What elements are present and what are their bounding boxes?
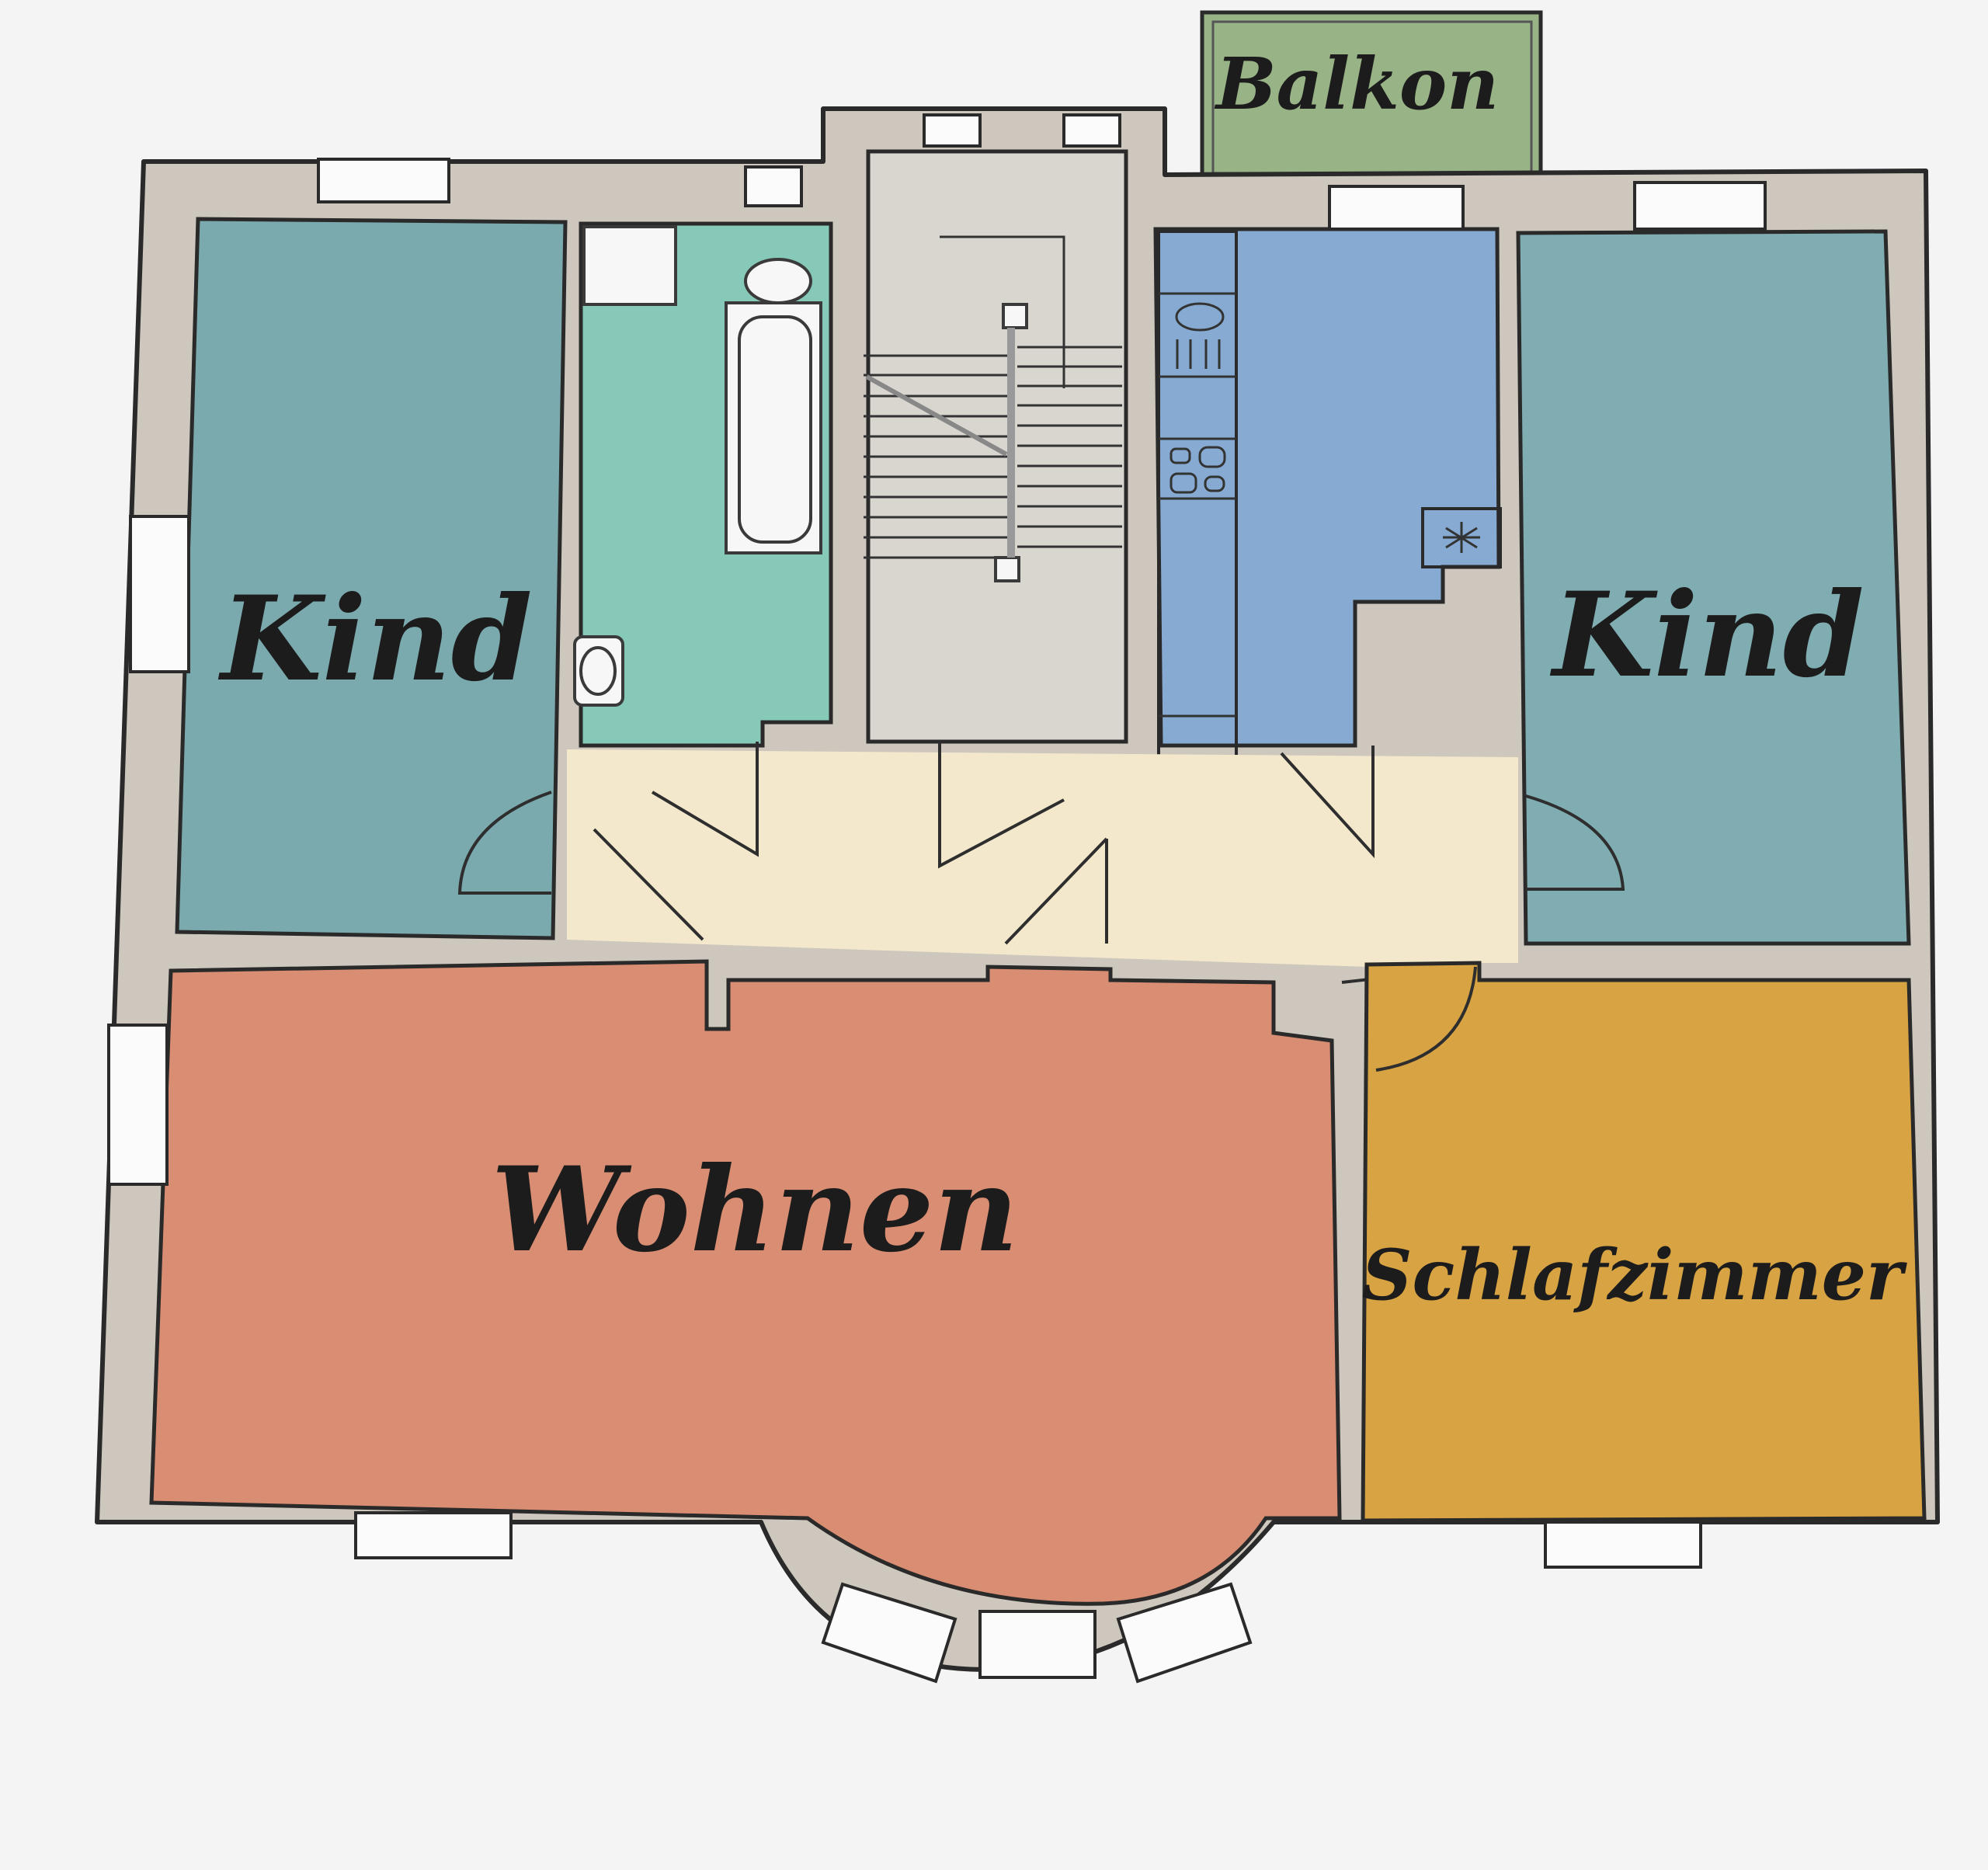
balkon-area (1200, 10, 1543, 179)
room-wohnen[interactable]: Wohnen (149, 959, 1342, 1606)
kitchen-sink-icon (1175, 302, 1225, 369)
room-schlafzimmer[interactable]: Schlafzimmer (1361, 961, 1927, 1523)
stairwell (864, 113, 1128, 744)
room-kind-right[interactable]: Kind (1516, 229, 1911, 946)
kind-right-label: Kind (1549, 567, 1864, 704)
stairwell-window-2 (1062, 113, 1121, 148)
schlafzimmer-label: Schlafzimmer (1362, 1234, 1907, 1316)
door-arc-schlafzimmer (1375, 966, 1477, 1072)
kind-left-area (175, 217, 568, 940)
chimney-icon (1443, 522, 1480, 553)
stair-newel-bottom (994, 556, 1020, 582)
room-balkon[interactable]: Balkon (1200, 10, 1543, 179)
room-bad[interactable] (573, 221, 833, 748)
flur-area (567, 749, 1518, 967)
room-kind-left[interactable]: Kind (175, 217, 568, 940)
windows (107, 158, 1767, 1684)
window-kueche-top (1328, 185, 1465, 231)
window-bay-right (1116, 1582, 1253, 1684)
kueche-area (1153, 227, 1501, 748)
stair-handrail (940, 235, 1065, 388)
bad-shaft (582, 225, 677, 306)
window-bay-left (821, 1582, 958, 1684)
balkon-label: Balkon (1214, 42, 1499, 126)
room-flur[interactable] (457, 742, 1625, 984)
stairwell-window-1 (923, 113, 982, 148)
window-kind-left-side (129, 515, 190, 673)
stair-landing-diagonal (865, 374, 1008, 457)
chimney-box (1421, 507, 1502, 568)
window-wohnen-side (107, 1024, 169, 1186)
stair-steps (864, 346, 1122, 559)
sink-icon (579, 646, 617, 696)
kind-right-area (1516, 229, 1911, 946)
wohnen-area (149, 959, 1342, 1606)
window-kind-right-top (1633, 181, 1767, 231)
room-kueche[interactable] (1153, 227, 1502, 761)
window-bay-center (978, 1610, 1097, 1679)
toilet-icon (744, 258, 812, 304)
schlafzimmer-area (1361, 961, 1927, 1523)
wohnen-label: Wohnen (492, 1142, 1019, 1278)
window-kind-left-top (317, 158, 450, 203)
stove-icon (1170, 446, 1226, 494)
window-schlafzimmer-bottom (1544, 1521, 1702, 1569)
door-arc-kind-left (457, 791, 552, 895)
door-arc-kind-right (1525, 794, 1625, 891)
kind-left-label: Kind (217, 571, 532, 707)
bathtub-icon (738, 315, 812, 544)
window-wohnen-bottom (354, 1511, 513, 1559)
stair-newel-top (1002, 303, 1028, 329)
door-swings (593, 742, 1478, 984)
window-bad-top (744, 165, 803, 207)
